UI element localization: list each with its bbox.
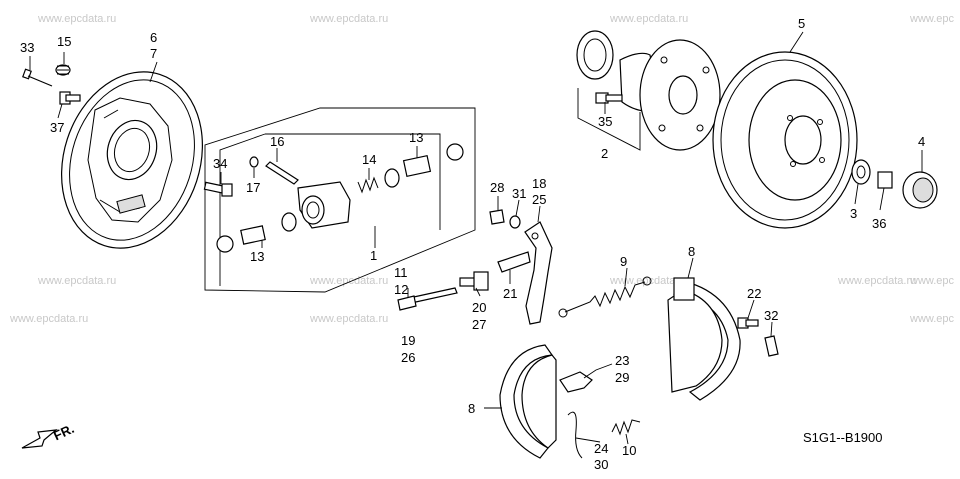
callout-6: 6 xyxy=(150,30,157,45)
callout-19: 19 xyxy=(401,333,415,348)
brake-drum xyxy=(712,51,858,229)
adjuster-rod xyxy=(397,287,458,311)
callout-23: 23 xyxy=(615,353,629,368)
hub-assembly xyxy=(576,30,721,151)
callout-31: 31 xyxy=(512,186,526,201)
shoe-hardware xyxy=(559,371,641,459)
callout-36: 36 xyxy=(872,216,886,231)
watermark: www.epcdata.ru xyxy=(309,313,388,325)
clip-32 xyxy=(764,335,779,357)
callout-labels: 33 15 6 7 37 34 16 17 14 13 13 1 11 12 1… xyxy=(20,16,925,472)
callout-8-lower: 8 xyxy=(468,401,475,416)
backing-plate xyxy=(61,71,203,249)
callout-16: 16 xyxy=(270,134,284,149)
callout-28: 28 xyxy=(490,180,504,195)
watermark: www.epcdata.ru xyxy=(37,13,116,25)
wheel-cylinder-group xyxy=(203,107,476,293)
leader-lines xyxy=(29,31,923,445)
callout-9: 9 xyxy=(620,254,627,269)
callout-26: 26 xyxy=(401,350,415,365)
callout-1: 1 xyxy=(370,248,377,263)
callout-8-upper: 8 xyxy=(688,244,695,259)
parking-lever xyxy=(524,221,553,325)
watermark: www.epcdata.ru xyxy=(837,275,916,287)
watermark: www.epcdata.ru xyxy=(609,13,688,25)
watermark: www.epcdata.ru xyxy=(309,275,388,287)
front-marker-label: FR. xyxy=(51,421,76,443)
watermark: www.epc xyxy=(909,13,955,25)
brake-shoe-left xyxy=(499,344,557,459)
callout-21: 21 xyxy=(503,286,517,301)
watermark-layer: www.epcdata.ru www.epcdata.ru www.epcdat… xyxy=(9,13,955,325)
callout-4: 4 xyxy=(918,134,925,149)
callout-13-upper: 13 xyxy=(409,130,423,145)
callout-24: 24 xyxy=(594,441,608,456)
nut-37 xyxy=(59,91,81,105)
callout-18: 18 xyxy=(532,176,546,191)
callout-33: 33 xyxy=(20,40,34,55)
callout-11: 11 xyxy=(394,265,408,280)
hub-cap-4 xyxy=(902,171,938,209)
nut-36 xyxy=(877,171,893,189)
callout-27: 27 xyxy=(472,317,486,332)
callout-29: 29 xyxy=(615,370,629,385)
callout-2: 2 xyxy=(601,146,608,161)
diagram-code: S1G1--B1900 xyxy=(803,430,883,445)
small-parts xyxy=(459,209,531,291)
callout-7: 7 xyxy=(150,46,157,61)
callout-10: 10 xyxy=(622,443,636,458)
spring-15 xyxy=(55,64,71,76)
watermark: www.epc xyxy=(909,275,955,287)
callout-34: 34 xyxy=(213,156,227,171)
callout-32: 32 xyxy=(764,308,778,323)
callout-37: 37 xyxy=(50,120,64,135)
callout-20: 20 xyxy=(472,300,486,315)
watermark: www.epcdata.ru xyxy=(609,275,688,287)
return-spring-9 xyxy=(558,276,652,318)
bolt-33 xyxy=(22,68,53,87)
callout-25: 25 xyxy=(532,192,546,207)
callout-35: 35 xyxy=(598,114,612,129)
watermark: www.epcdata.ru xyxy=(37,275,116,287)
callout-15: 15 xyxy=(57,34,71,49)
callout-5: 5 xyxy=(798,16,805,31)
watermark: www.epcdata.ru xyxy=(9,313,88,325)
washer-3 xyxy=(851,159,871,185)
callout-12: 12 xyxy=(394,282,408,297)
watermark: www.epc xyxy=(909,313,955,325)
callout-22: 22 xyxy=(747,286,761,301)
callout-30: 30 xyxy=(594,457,608,472)
front-direction-arrow: FR. xyxy=(21,421,76,449)
watermark: www.epcdata.ru xyxy=(309,13,388,25)
callout-3: 3 xyxy=(850,206,857,221)
callout-14: 14 xyxy=(362,152,376,167)
bolt-22 xyxy=(737,317,759,329)
callout-13-lower: 13 xyxy=(250,249,264,264)
brake-shoe-right xyxy=(667,277,741,401)
callout-17: 17 xyxy=(246,180,260,195)
